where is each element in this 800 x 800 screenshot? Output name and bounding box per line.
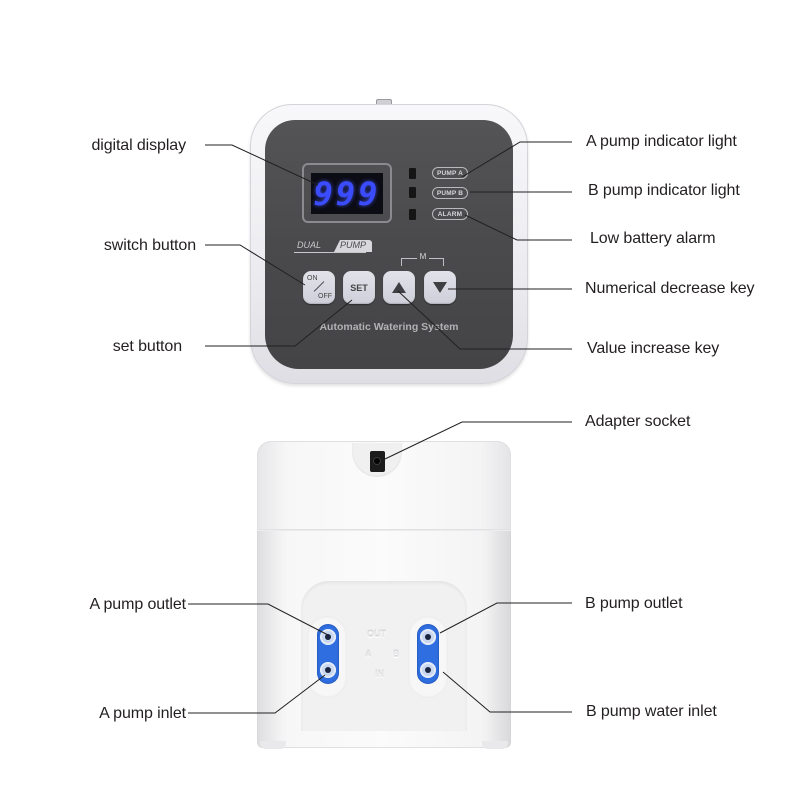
- b-pump-outlet-icon: [420, 629, 436, 645]
- m-label: M: [417, 252, 429, 262]
- embossed-b: B: [393, 649, 400, 659]
- rear-pump-unit: OUT A B IN: [257, 441, 511, 749]
- callout-b-pump-outlet: B pump outlet: [585, 595, 683, 612]
- front-control-unit: 999 PUMP A PUMP B ALARM DUAL PUMP M ON O…: [250, 104, 528, 384]
- control-panel-face: 999 PUMP A PUMP B ALARM DUAL PUMP M ON O…: [265, 120, 513, 369]
- left-foot: [260, 741, 286, 749]
- b-pump-port-block: [417, 624, 439, 684]
- right-foot: [482, 741, 508, 749]
- a-pump-outlet-icon: [320, 629, 336, 645]
- triangle-up-icon: [392, 282, 406, 293]
- display-screen: 999: [311, 173, 383, 214]
- callout-numerical-decrease-key: Numerical decrease key: [585, 280, 755, 297]
- pump-a-led-icon: [409, 168, 416, 179]
- callout-a-pump-outlet: A pump outlet: [89, 596, 186, 613]
- callout-switch-button: switch button: [103, 237, 196, 254]
- a-pump-port-block: [317, 624, 339, 684]
- increase-button[interactable]: [383, 271, 415, 304]
- callout-a-pump-indicator: A pump indicator light: [586, 133, 737, 150]
- callout-a-pump-inlet: A pump inlet: [99, 705, 186, 722]
- callout-value-increase-key: Value increase key: [587, 340, 720, 357]
- top-edge-nub: [376, 99, 392, 104]
- callout-low-battery-alarm: Low battery alarm: [590, 230, 716, 247]
- alarm-led-icon: [409, 209, 416, 220]
- embossed-in: IN: [375, 669, 384, 679]
- pump-tag-text: PUMP: [334, 240, 372, 252]
- decrease-button[interactable]: [424, 271, 456, 304]
- set-button[interactable]: SET: [343, 271, 375, 304]
- triangle-down-icon: [433, 282, 447, 293]
- slash-divider: [313, 281, 325, 292]
- adapter-socket-icon: [370, 451, 385, 472]
- off-label: OFF: [318, 293, 332, 300]
- housing-seam: [257, 529, 511, 531]
- digital-display: 999: [302, 163, 392, 223]
- dual-tag-text: DUAL: [297, 240, 322, 250]
- callout-adapter-socket: Adapter socket: [585, 413, 691, 430]
- pump-b-led-icon: [409, 187, 416, 198]
- b-pump-inlet-icon: [420, 662, 436, 678]
- callout-b-pump-indicator: B pump indicator light: [588, 182, 740, 199]
- a-pump-inlet-icon: [320, 662, 336, 678]
- brand-text: Automatic Watering System: [319, 321, 459, 333]
- embossed-a: A: [365, 649, 372, 659]
- display-value: 999: [313, 174, 381, 213]
- alarm-indicator-label: ALARM: [432, 208, 468, 220]
- callout-digital-display: digital display: [91, 137, 186, 154]
- pump-b-indicator-label: PUMP B: [432, 187, 468, 199]
- pump-a-indicator-label: PUMP A: [432, 167, 468, 179]
- callout-b-pump-water-inlet: B pump water inlet: [586, 703, 717, 720]
- on-label: ON: [307, 275, 318, 282]
- dual-pump-tag: DUAL PUMP: [294, 240, 372, 253]
- on-off-button[interactable]: ON OFF: [303, 271, 335, 304]
- embossed-out: OUT: [367, 629, 386, 639]
- callout-set-button: set button: [112, 338, 182, 355]
- set-label: SET: [350, 282, 368, 293]
